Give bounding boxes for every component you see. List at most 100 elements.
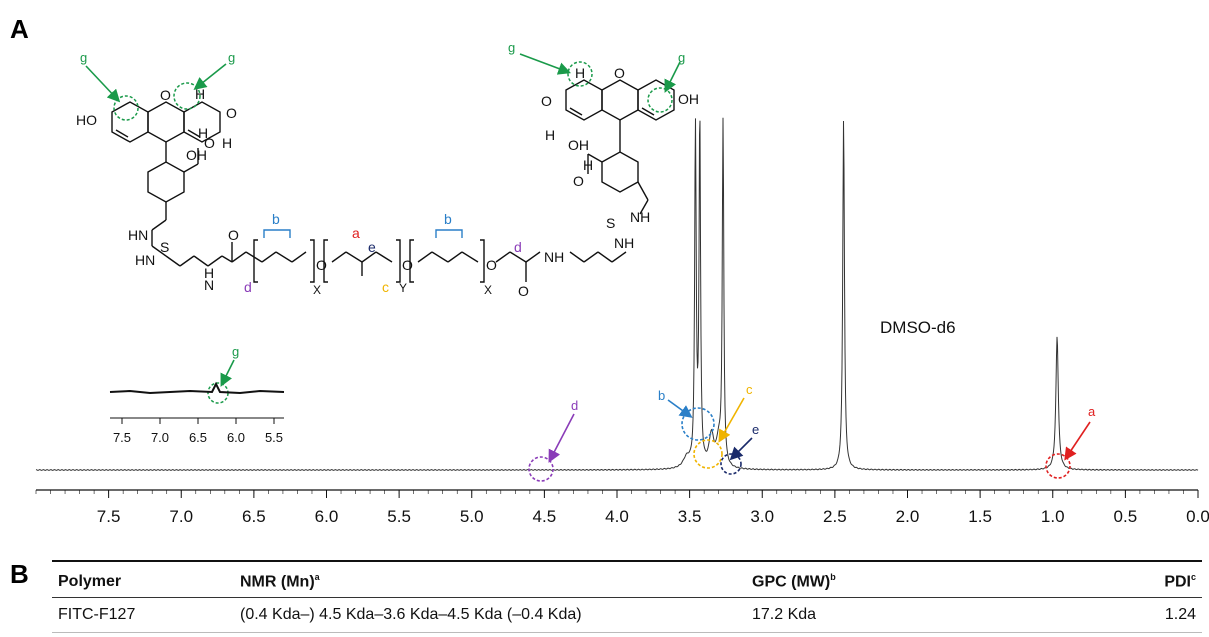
svg-text:O: O (226, 105, 237, 121)
svg-text:HN: HN (135, 252, 155, 268)
g-markers (113, 61, 673, 404)
svg-text:X: X (484, 283, 492, 297)
inset-ticks: 7.5 7.0 6.5 6.0 5.5 (113, 418, 283, 445)
x-tick-label: 5.5 (387, 507, 411, 526)
svg-text:NH: NH (614, 235, 634, 251)
x-tick-label: 5.0 (460, 507, 484, 526)
svg-text:OH: OH (186, 147, 207, 163)
inset: 7.5 7.0 6.5 6.0 5.5 (109, 381, 285, 445)
svg-text:NH: NH (630, 209, 650, 225)
inset-tick-label: 7.0 (151, 430, 169, 445)
x-tick-label: 2.5 (823, 507, 847, 526)
svg-text:d: d (244, 279, 252, 295)
x-tick-label: 6.5 (242, 507, 266, 526)
svg-text:O: O (541, 93, 552, 109)
x-tick-label: 6.0 (315, 507, 339, 526)
svg-text:H: H (583, 157, 593, 173)
x-tick-label: 3.0 (750, 507, 774, 526)
svg-text:O: O (204, 135, 215, 151)
panel-label-a: A (10, 14, 29, 44)
svg-text:H: H (195, 86, 205, 102)
header-gpc: GPC (MW)b (746, 560, 898, 599)
svg-text:c: c (382, 279, 389, 295)
spectrum-trace (35, 117, 1199, 471)
svg-text:HO: HO (76, 112, 97, 128)
inset-tick-label: 6.5 (189, 430, 207, 445)
svg-text:X: X (313, 283, 321, 297)
svg-text:O: O (486, 257, 497, 273)
svg-text:b: b (658, 388, 665, 403)
x-tick-label: 4.0 (605, 507, 629, 526)
x-tick-label: 1.5 (968, 507, 992, 526)
g-arrows (85, 53, 681, 387)
polymer-table: Polymer NMR (Mn)a GPC (MW)b PDIc FITC-F1… (52, 560, 1202, 634)
inset-tick-label: 6.0 (227, 430, 245, 445)
svg-text:N: N (204, 277, 214, 293)
svg-text:g: g (678, 50, 685, 65)
svg-text:NH: NH (544, 249, 564, 265)
polymer-table-wrap: Polymer NMR (Mn)a GPC (MW)b PDIc FITC-F1… (52, 560, 1202, 634)
svg-text:b: b (272, 211, 280, 227)
svg-text:d: d (514, 239, 522, 255)
spectrum-annotation-labels: b c e d a (571, 382, 1096, 437)
svg-text:O: O (316, 257, 327, 273)
svg-text:c: c (746, 382, 753, 397)
svg-text:H: H (545, 127, 555, 143)
svg-text:b: b (444, 211, 452, 227)
svg-text:O: O (614, 65, 625, 81)
structure-chain (231, 229, 627, 283)
svg-text:HN: HN (128, 227, 148, 243)
peak-e-circle (720, 453, 742, 475)
svg-text:a: a (1088, 404, 1096, 419)
solvent-label: DMSO-d6 (880, 318, 956, 337)
x-tick-label: 2.0 (896, 507, 920, 526)
svg-text:a: a (352, 225, 360, 241)
inset-tick-label: 5.5 (265, 430, 283, 445)
peak-b-circle (681, 407, 715, 441)
structure-right-atoms: O H H O OH OH O H (541, 65, 699, 189)
svg-text:O: O (402, 257, 413, 273)
table-header-row: Polymer NMR (Mn)a GPC (MW)b PDIc (52, 560, 1202, 599)
table-row: FITC-F127 (0.4 Kda–) 4.5 Kda–3.6 Kda–4.5… (52, 597, 1202, 634)
cell-nmr: (0.4 Kda–) 4.5 Kda–3.6 Kda–4.5 Kda (–0.4… (234, 597, 746, 634)
svg-text:O: O (160, 87, 171, 103)
g-labels: g g g g g (80, 40, 685, 359)
svg-text:g: g (228, 50, 235, 65)
svg-text:H: H (204, 265, 214, 281)
structure-chain-labels: b b a e c d d X Y X (244, 211, 522, 297)
inset-tick-label: 7.5 (113, 430, 131, 445)
svg-text:e: e (752, 422, 759, 437)
inset-trace (109, 381, 285, 395)
svg-text:O: O (573, 173, 584, 189)
svg-text:e: e (368, 239, 376, 255)
cell-pdi: 1.24 (898, 597, 1202, 634)
cell-polymer: FITC-F127 (52, 597, 234, 634)
svg-text:H: H (198, 125, 208, 141)
svg-text:S: S (160, 239, 169, 255)
spectrum-annotations (528, 397, 1091, 482)
structure-left-fluorescein (111, 101, 233, 267)
svg-text:Y: Y (399, 281, 407, 295)
svg-text:S: S (606, 215, 615, 231)
svg-text:g: g (508, 40, 515, 55)
svg-text:d: d (571, 398, 578, 413)
peak-a-circle (1045, 453, 1071, 479)
x-tick-label: 3.5 (678, 507, 702, 526)
x-tick-label: 7.5 (97, 507, 121, 526)
svg-text:g: g (80, 50, 87, 65)
structure-right-fluorescein (565, 79, 675, 215)
header-polymer: Polymer (52, 560, 234, 599)
svg-text:H: H (575, 65, 585, 81)
peak-d-circle (528, 456, 554, 482)
x-tick-label: 7.0 (169, 507, 193, 526)
svg-text:O: O (228, 227, 239, 243)
svg-text:OH: OH (568, 137, 589, 153)
x-tick-label: 1.0 (1041, 507, 1065, 526)
svg-text:OH: OH (678, 91, 699, 107)
svg-text:g: g (232, 344, 239, 359)
peak-c-circle (693, 439, 723, 469)
header-pdi: PDIc (898, 560, 1202, 599)
